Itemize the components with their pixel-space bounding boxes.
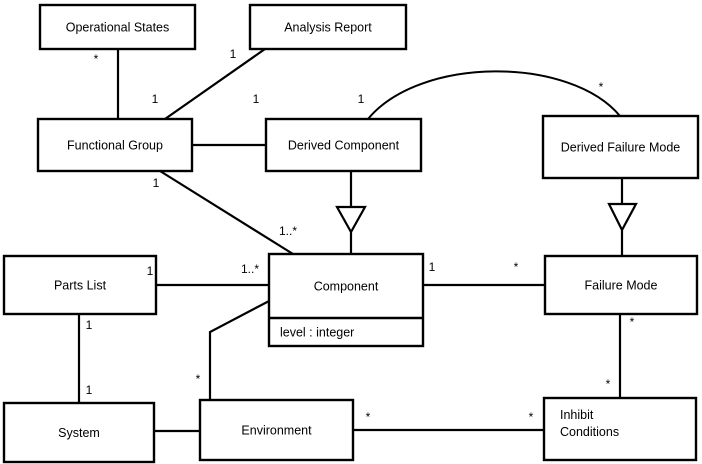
class-name-line-2: Conditions <box>560 425 619 439</box>
multiplicity-mult-derivedfailuremode-curve: * <box>599 80 604 94</box>
association-derived-component--derived-failure-mode <box>367 70 621 120</box>
class-outline-inhibit-conditions <box>542 396 698 462</box>
class-name-component: Component <box>314 279 379 293</box>
multiplicity-mult-inhibit-environment: * <box>529 410 534 424</box>
association-layer <box>77 48 622 433</box>
multiplicity-mult-fg-derivedcomponent: 1 <box>253 92 260 106</box>
multiplicity-mult-component-partslist: 1..* <box>241 262 259 276</box>
class-outline-derived-component <box>264 117 423 173</box>
class-outline-parts-list <box>2 254 158 316</box>
multiplicity-mult-partslist-system: 1 <box>86 318 93 332</box>
generalization-layer <box>335 171 638 256</box>
multiplicity-mult-failuremode-inhibit: * <box>630 315 635 329</box>
association-component--environment <box>208 299 272 400</box>
class-outline-component <box>267 252 425 348</box>
multiplicity-mult-failuremode-component: * <box>514 260 519 274</box>
multiplicity-mult-component-failuremode: 1 <box>429 260 436 274</box>
association-analysis-report--functional-group <box>164 48 266 120</box>
class-name-functional-group: Functional Group <box>67 138 163 152</box>
multiplicity-mult-environment-inhibit: * <box>366 410 371 424</box>
class-outline-functional-group <box>36 117 194 173</box>
class-name-operational-states: Operational States <box>66 20 170 34</box>
class-box-functional-group[interactable]: Functional Group <box>36 117 194 173</box>
class-name-analysis-report: Analysis Report <box>284 20 372 34</box>
class-outline-operational-states <box>38 3 197 51</box>
multiplicity-mult-component-fg: 1..* <box>279 224 297 238</box>
multiplicity-mult-opstates-fg-top: * <box>94 52 99 66</box>
multiplicity-mult-analysisreport-fg: 1 <box>230 47 237 61</box>
association-functional-group--component <box>159 170 294 255</box>
generalization-triangle-derived-component--component <box>335 205 367 235</box>
multiplicity-mult-inhibit-failuremode: * <box>606 377 611 391</box>
multiplicity-layer: * 1 1 1 1 * 1 1..* 1 1..* 1 * 1 1 * * * * * <box>86 47 635 424</box>
class-outline-system <box>2 401 156 464</box>
class-name-parts-list: Parts List <box>54 278 107 292</box>
class-name-system: System <box>58 426 100 440</box>
class-attribute-component-0: level : integer <box>280 325 354 339</box>
class-outline-failure-mode <box>543 254 699 316</box>
class-box-operational-states[interactable]: Operational States <box>38 3 197 51</box>
class-box-system[interactable]: System <box>2 401 156 464</box>
multiplicity-mult-fg-analysisreport: 1 <box>152 92 159 106</box>
multiplicity-mult-derivedcomponent-curve: 1 <box>358 92 365 106</box>
class-name-derived-component: Derived Component <box>288 138 400 152</box>
class-outline-environment <box>198 398 355 462</box>
class-box-failure-mode[interactable]: Failure Mode <box>543 254 699 316</box>
class-name-derived-failure-mode: Derived Failure Mode <box>561 140 681 154</box>
class-name-line-1: Inhibit <box>560 408 594 422</box>
class-box-component[interactable]: Component level : integer <box>267 252 425 348</box>
class-box-environment[interactable]: Environment <box>198 398 355 462</box>
class-box-analysis-report[interactable]: Analysis Report <box>248 3 408 51</box>
class-outline-derived-failure-mode <box>541 114 700 180</box>
class-box-parts-list[interactable]: Parts List <box>2 254 158 316</box>
multiplicity-mult-fg-component: 1 <box>153 176 160 190</box>
multiplicity-mult-partslist-component: 1 <box>147 264 154 278</box>
class-outline-analysis-report <box>248 3 408 51</box>
class-name-failure-mode: Failure Mode <box>585 278 658 292</box>
class-name-environment: Environment <box>241 423 312 437</box>
class-layer: Operational States Analysis ReportFunctio… <box>2 3 700 464</box>
class-box-derived-component[interactable]: Derived Component <box>264 117 423 173</box>
class-box-derived-failure-mode[interactable]: Derived Failure Mode <box>541 114 700 180</box>
multiplicity-mult-system-partslist: 1 <box>86 383 93 397</box>
generalization-triangle-derived-failure-mode--failure-mode <box>607 202 638 233</box>
multiplicity-mult-environment-component: * <box>196 372 201 386</box>
